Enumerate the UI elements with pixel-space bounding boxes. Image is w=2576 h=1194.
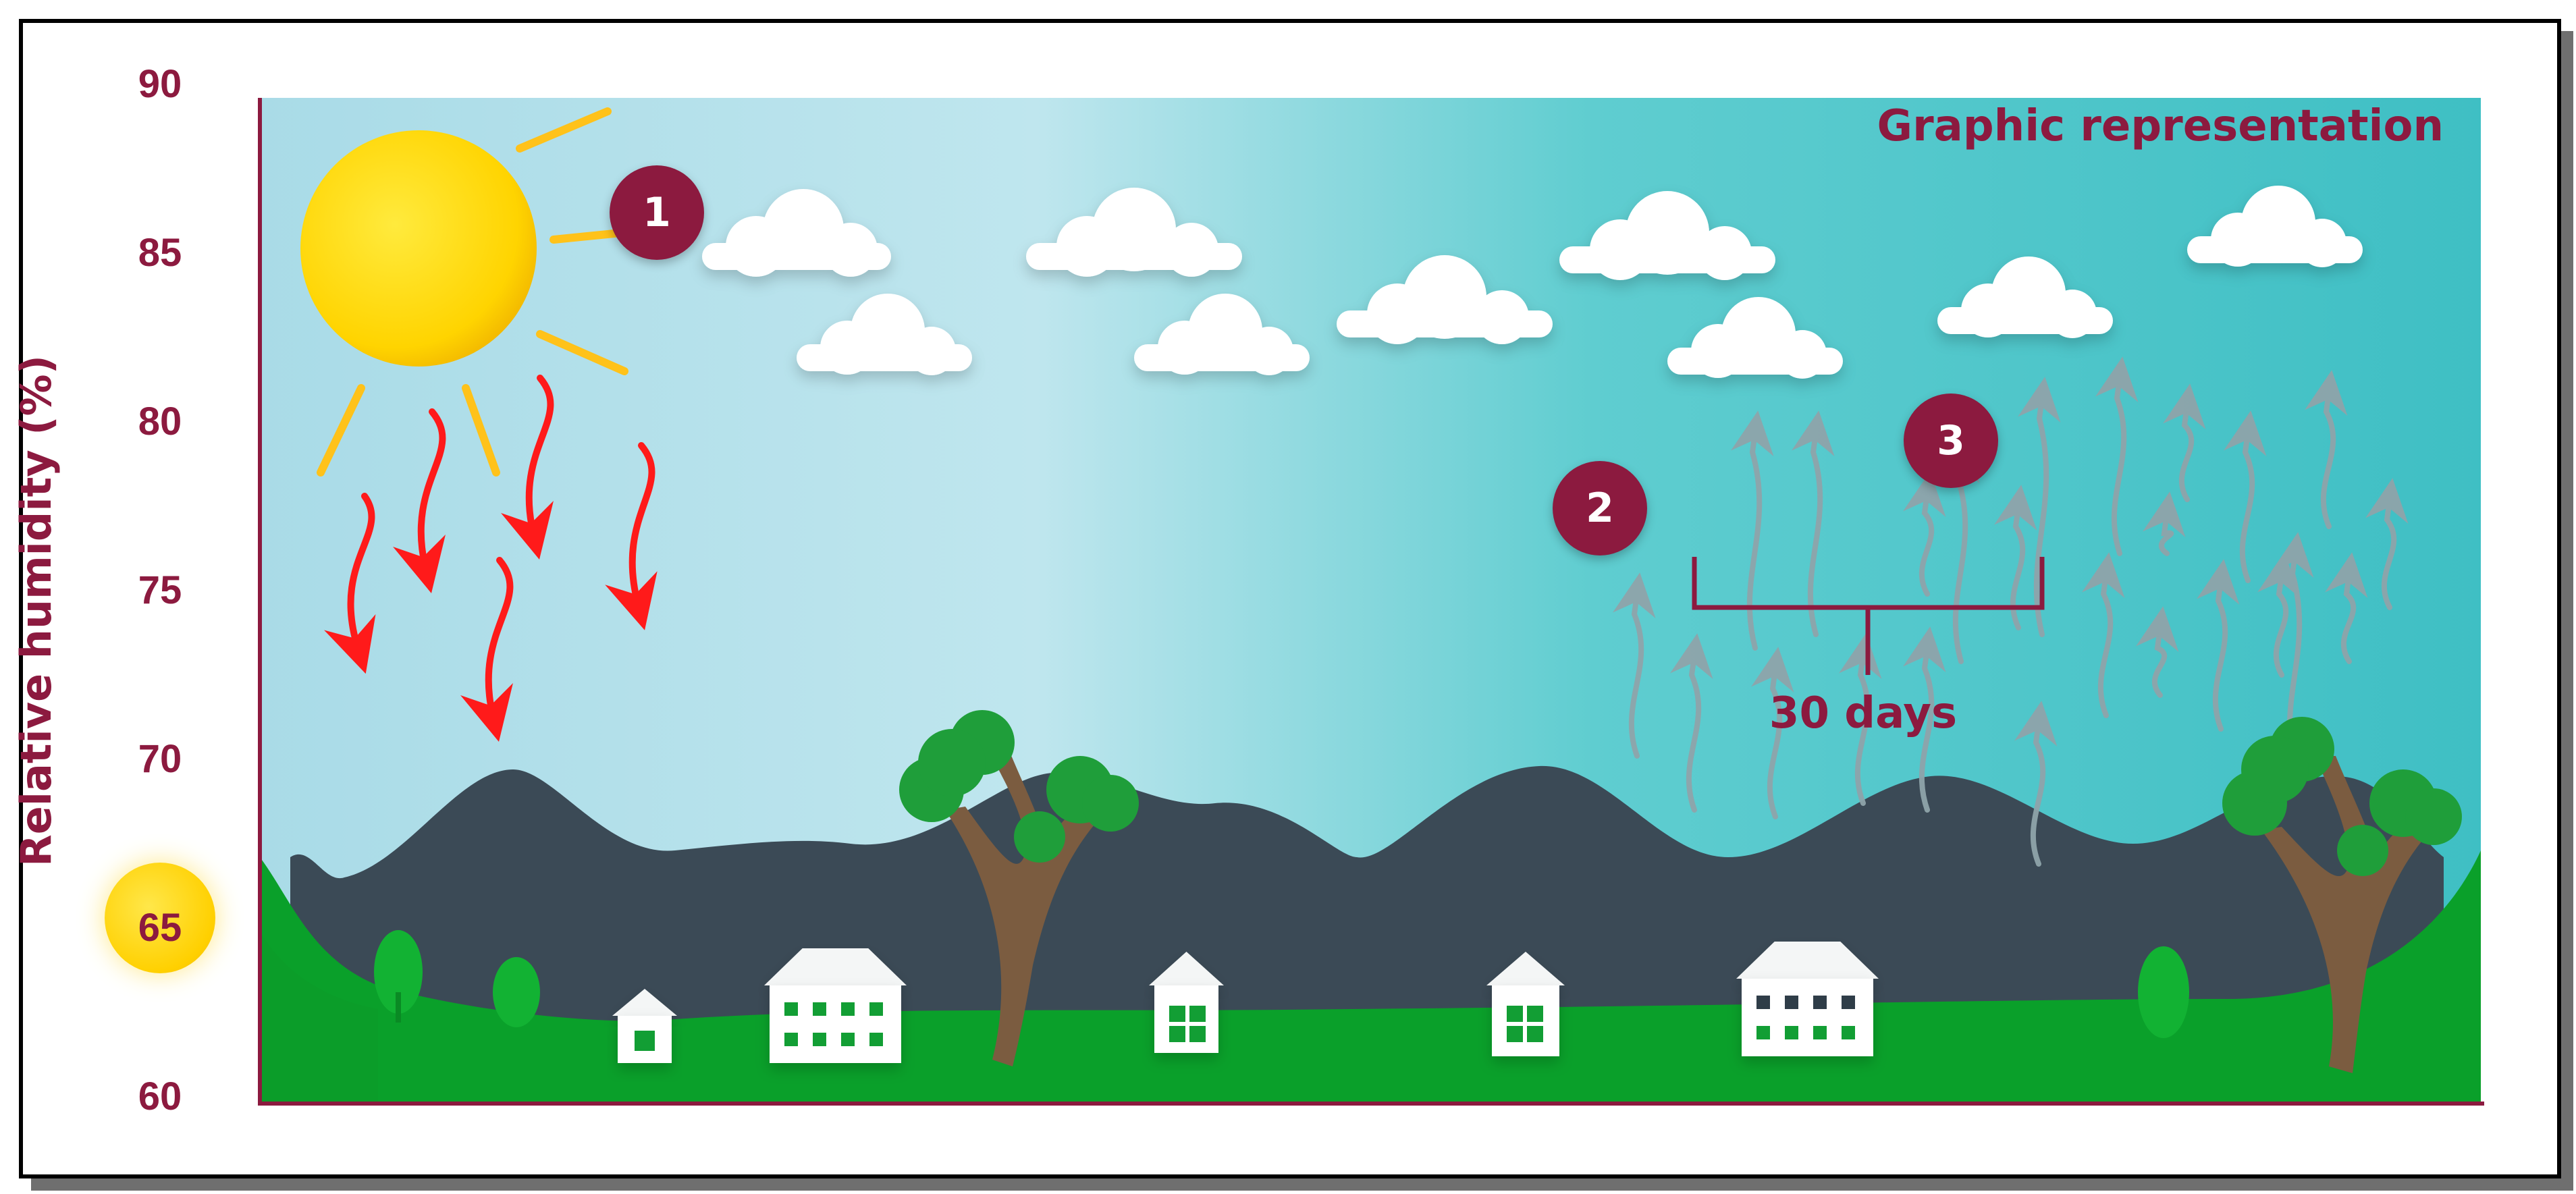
y-tick-label: 65 <box>138 906 182 950</box>
marker-badge-2: 2 <box>1553 461 1647 555</box>
duration-label: 30 days <box>1769 688 1958 738</box>
y-tick-label: 90 <box>138 62 182 106</box>
tick-highlight-65 <box>105 863 215 973</box>
marker-badge-1: 1 <box>610 165 704 260</box>
y-tick-label: 80 <box>138 400 182 443</box>
y-tick-label: 60 <box>138 1075 182 1118</box>
marker-badge-3: 3 <box>1904 394 1998 488</box>
cloud-icon <box>702 186 2363 379</box>
house-icon <box>612 942 1879 1063</box>
bush-icon <box>374 930 2189 1038</box>
heat-arrow-icon <box>324 375 658 742</box>
duration-bracket <box>1692 557 2045 675</box>
y-tick-label: 70 <box>138 737 182 781</box>
y-tick-label: 75 <box>138 568 182 612</box>
y-tick-label: 85 <box>138 231 182 275</box>
graphic-title: Graphic representation <box>1877 101 2444 151</box>
sun-icon <box>300 107 628 477</box>
tree-icon <box>899 710 2462 1073</box>
y-axis-label: Relative humidity (%) <box>11 354 61 867</box>
